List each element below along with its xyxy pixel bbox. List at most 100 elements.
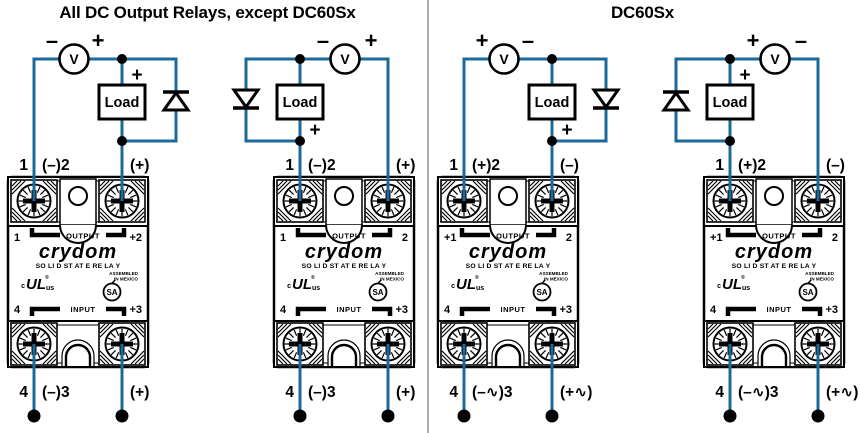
ul-mark-icon: UL <box>26 276 46 293</box>
left-section-title: All DC Output Relays, except DC60Sx <box>59 3 356 22</box>
csa-flag <box>541 279 546 284</box>
screw-knurl <box>372 328 404 360</box>
input-word: INPUT <box>71 305 96 314</box>
right-section-title: DC60Sx <box>610 3 675 22</box>
input-bracket <box>29 306 127 316</box>
input-pin-right: +3 <box>825 304 838 316</box>
supply-terminal-dot <box>811 409 825 423</box>
supply-terminal-dot <box>27 409 41 423</box>
wire-input-leads <box>728 344 820 414</box>
brand-logo: crydom <box>39 241 117 263</box>
top-terminal-pin-label: 1 <box>715 157 724 174</box>
input-bracket <box>459 306 557 316</box>
input-word: INPUT <box>767 305 792 314</box>
made-in-line2: IN MEXICO <box>380 277 404 282</box>
junction-dot-top <box>547 54 557 64</box>
made-in-line2: IN MEXICO <box>114 277 138 282</box>
junction-dot-top <box>725 54 735 64</box>
wire-output-loop <box>674 57 820 201</box>
screw-corner-hatch <box>529 180 575 222</box>
mounting-hole <box>498 186 518 206</box>
diode-icon <box>591 88 621 110</box>
voltmeter <box>329 43 361 75</box>
diode-icon <box>231 88 261 110</box>
mounting-tab-bulge <box>59 224 97 244</box>
made-in-line1: ASSEMBLED <box>375 271 405 276</box>
top-terminal-polarity-label: (+) <box>396 157 415 174</box>
bottom-terminal-polarity-label: (–∿)3 <box>738 384 779 401</box>
ul-us: us <box>46 285 54 292</box>
top-terminal-polarity-label: (–) <box>560 157 579 174</box>
screw-corner-hatch <box>11 180 57 222</box>
ul-mark-icon: UL <box>292 276 312 293</box>
output-pin-left: 1 <box>14 232 20 244</box>
mounting-tab-bulge <box>489 224 527 244</box>
output-pin-left: +1 <box>710 232 723 244</box>
screw-corner-hatch <box>529 323 575 365</box>
mounting-tab-bulge <box>755 224 793 244</box>
bottom-terminal-polarity-label: (+∿) <box>826 384 858 401</box>
output-pin-left: +1 <box>444 232 457 244</box>
brand-logo: crydom <box>735 241 813 263</box>
voltmeter <box>488 43 520 75</box>
output-word: OUTPUT <box>332 232 366 241</box>
screw-knurl <box>536 328 568 360</box>
bottom-terminal-pin-label: 4 <box>19 384 28 401</box>
load-box <box>527 83 577 121</box>
screw-corner-hatch <box>441 180 487 222</box>
wire-output-loop <box>462 57 608 201</box>
mounting-hole <box>334 186 354 206</box>
top-terminal-pin-label: 1 <box>19 157 28 174</box>
screw-corner-hatch <box>707 180 753 222</box>
brand-tagline: SO LI D ST AT E RE LA Y <box>732 263 817 270</box>
output-pin-right: 2 <box>566 232 572 244</box>
input-bracket <box>295 306 393 316</box>
input-pin-right: +3 <box>395 304 408 316</box>
diode-icon <box>161 90 191 112</box>
voltmeter-label: V <box>340 51 350 67</box>
supply-terminal-dot <box>381 409 395 423</box>
load-box <box>97 83 147 121</box>
csa-letters: SA <box>802 288 813 297</box>
screw-corner-hatch <box>99 180 145 222</box>
screw-corner-hatch <box>365 323 411 365</box>
mounting-hole <box>68 186 88 206</box>
input-word: INPUT <box>501 305 526 314</box>
input-pin-left: 4 <box>280 304 287 316</box>
screw-knurl <box>802 328 834 360</box>
junction-dot-top <box>117 54 127 64</box>
screw-corner-hatch <box>11 323 57 365</box>
wire-input-leads <box>298 344 390 414</box>
input-pin-right: +3 <box>129 304 142 316</box>
screw-corner-hatch <box>99 323 145 365</box>
minus-sign: – <box>795 28 807 53</box>
load-plus-sign: + <box>561 120 572 141</box>
junction-dot-top <box>295 54 305 64</box>
load-label: Load <box>535 95 570 111</box>
input-bracket <box>725 306 823 316</box>
voltmeter <box>759 43 791 75</box>
screw-knurl <box>106 328 138 360</box>
screw-knurl <box>448 328 480 360</box>
screw-corner-hatch <box>795 180 841 222</box>
plus-sign: + <box>476 28 489 53</box>
output-bracket <box>459 228 557 238</box>
wire-input-leads <box>462 344 554 414</box>
ul-mark-icon: UL <box>722 276 742 293</box>
output-bracket <box>29 228 127 238</box>
top-terminal-polarity-label: (–) <box>826 157 845 174</box>
brand-tagline: SO LI D ST AT E RE LA Y <box>36 263 121 270</box>
bottom-terminal-polarity-label: (+) <box>130 384 149 401</box>
ul-us: us <box>476 285 484 292</box>
ul-mark-icon: UL <box>456 276 476 293</box>
output-word: OUTPUT <box>66 232 100 241</box>
csa-flag <box>111 279 116 284</box>
supply-terminal-dot <box>115 409 129 423</box>
input-pin-left: 4 <box>14 304 21 316</box>
brand-logo: crydom <box>305 241 383 263</box>
